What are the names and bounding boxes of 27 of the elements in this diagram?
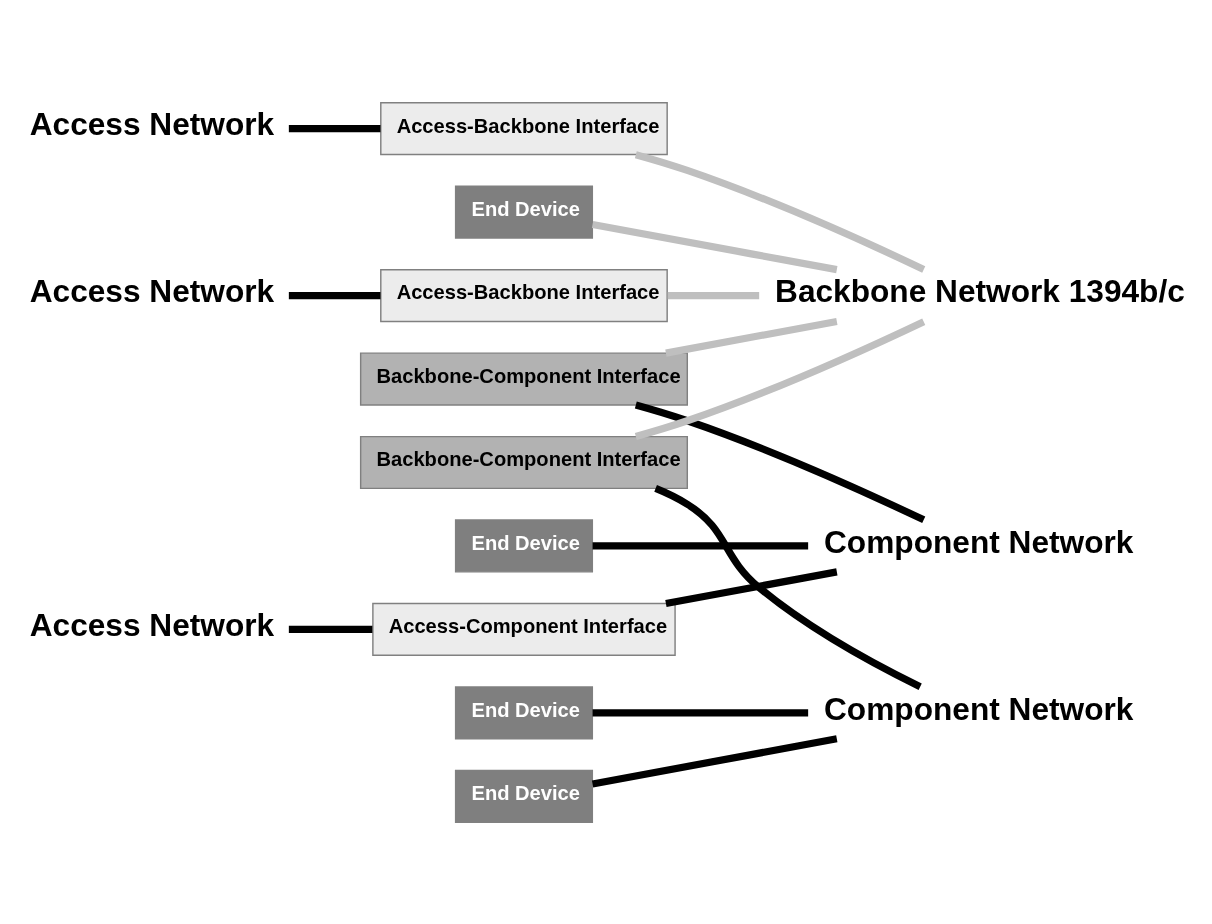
- connector: [592, 708, 809, 716]
- node-box: End Device: [454, 769, 594, 823]
- connector: [667, 291, 760, 299]
- node-box: Backbone-Component Interface: [359, 435, 688, 489]
- node-box: End Device: [454, 185, 594, 239]
- node-box: Backbone-Component Interface: [359, 351, 688, 406]
- node-text: Component Network: [824, 523, 1134, 560]
- connector: [288, 124, 381, 132]
- connector: [665, 567, 838, 607]
- node-text: Backbone Network 1394b/c: [775, 272, 1185, 309]
- node-box: Access-Component Interface: [372, 602, 676, 656]
- node-text: Access Network: [29, 606, 275, 643]
- node-text: Access Network: [29, 105, 275, 142]
- connector: [592, 541, 809, 550]
- connector: [288, 625, 373, 633]
- node-box: Access-Backbone Interface: [380, 268, 668, 322]
- connector: [591, 734, 838, 787]
- node-box: End Device: [454, 685, 594, 739]
- node-box: Access-Backbone Interface: [380, 101, 668, 155]
- connector: [665, 317, 838, 357]
- node-text: Component Network: [824, 690, 1134, 726]
- connector: [654, 484, 922, 690]
- connector: [591, 220, 838, 273]
- node-box: End Device: [454, 518, 594, 573]
- connector: [634, 150, 926, 273]
- connector: [288, 291, 381, 299]
- node-text: Access Network: [29, 272, 275, 309]
